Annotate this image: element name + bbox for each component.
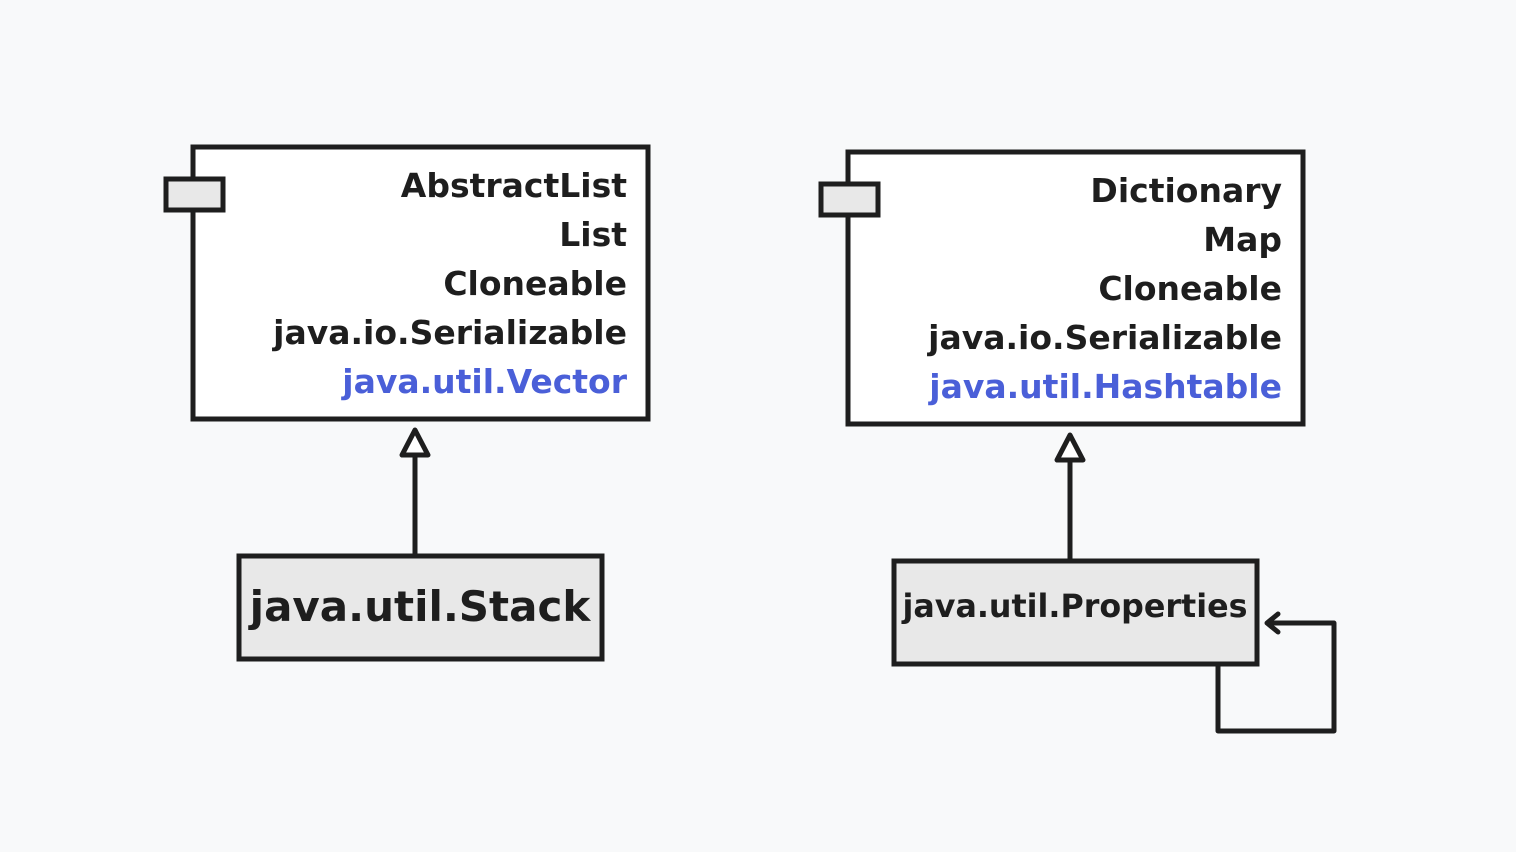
- right-parent-line-3: Cloneable: [1098, 269, 1282, 308]
- self-loop-line: [1215, 620, 1337, 734]
- right-arrowhead-icon: [1054, 432, 1086, 463]
- right-child-box: [891, 558, 1260, 667]
- right-child-class[interactable]: java.util.Properties: [891, 558, 1260, 667]
- left-parent-line-4: java.io.Serializable: [271, 313, 627, 352]
- right-parent-box: [845, 149, 1306, 427]
- right-parent-line-2: Map: [1203, 220, 1282, 259]
- left-parent-class[interactable]: AbstractList List Cloneable java.io.Seri…: [163, 144, 651, 422]
- self-association-edge: [1215, 611, 1337, 734]
- right-parent-tab: [818, 181, 881, 218]
- left-arrowhead-icon: [399, 427, 431, 458]
- left-inheritance-edge: [399, 427, 431, 557]
- self-loop-arrowhead-icon: [1264, 611, 1281, 635]
- left-parent-tab: [163, 176, 226, 213]
- left-child-class[interactable]: java.util.Stack: [236, 553, 605, 662]
- right-parent-class[interactable]: Dictionary Map Cloneable java.io.Seriali…: [818, 149, 1306, 427]
- right-parent-line-4: java.io.Serializable: [926, 318, 1282, 357]
- right-child-label: java.util.Properties: [901, 587, 1248, 625]
- right-inheritance-edge: [1054, 432, 1086, 562]
- left-child-box: [236, 553, 605, 662]
- left-parent-box: [190, 144, 651, 422]
- right-parent-line-1: Dictionary: [1090, 171, 1282, 210]
- left-parent-highlight: java.util.Vector: [340, 362, 627, 401]
- right-parent-highlight: java.util.Hashtable: [927, 367, 1282, 406]
- left-parent-line-2: List: [559, 215, 627, 254]
- left-parent-line-1: AbstractList: [401, 166, 627, 205]
- left-parent-line-3: Cloneable: [443, 264, 627, 303]
- left-child-label: java.util.Stack: [248, 582, 592, 631]
